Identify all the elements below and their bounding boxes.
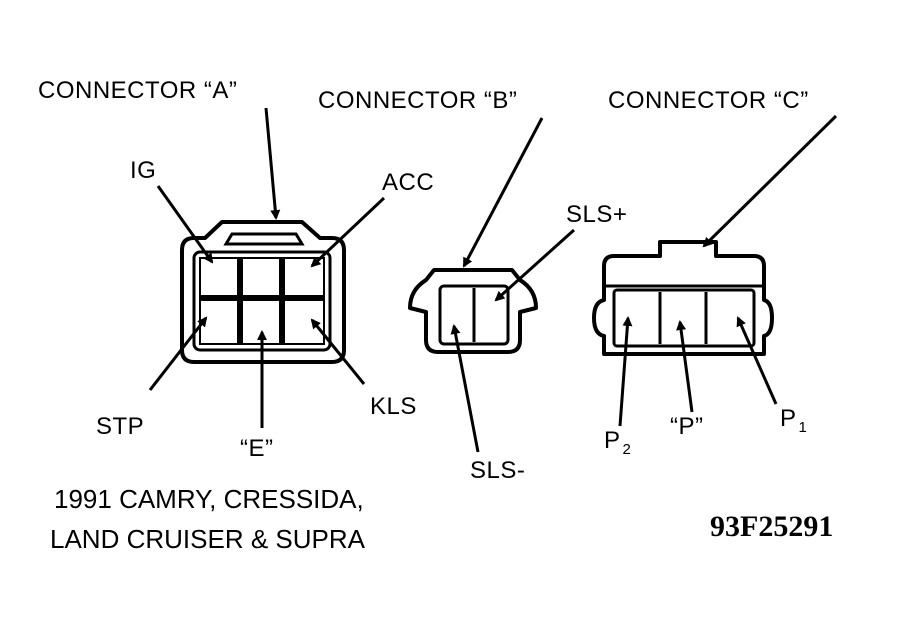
caption-line-2: LAND CRUISER & SUPRA [50, 524, 366, 554]
connector-b-title: CONNECTOR “B” [318, 87, 517, 114]
pin-label-p2-base: P [604, 427, 621, 454]
pin-label-p1-sub: 1 [799, 419, 808, 436]
pin-label-stp: STP [96, 413, 144, 440]
pin-label-sls-minus: SLS- [470, 457, 525, 484]
leader-p [676, 320, 694, 413]
pin-label-ig: IG [130, 157, 156, 184]
figure-code: 93F25291 [710, 510, 833, 543]
connector-a-title: CONNECTOR “A” [38, 77, 237, 104]
pin-label-kls: KLS [370, 393, 417, 420]
leader-connector-c [702, 114, 838, 248]
leader-acc [310, 196, 386, 268]
pin-label-p2-sub: 2 [623, 441, 632, 458]
leader-kls [310, 318, 366, 385]
leader-ig [156, 185, 214, 264]
pin-label-sls-plus: SLS+ [566, 201, 627, 228]
leader-connector-b [462, 117, 544, 268]
pin-label-p: “P” [670, 413, 704, 440]
leader-p2 [618, 316, 633, 427]
leader-sls-minus [450, 324, 480, 453]
pin-label-p1-base: P [780, 405, 797, 432]
leader-sls-plus [494, 228, 576, 302]
caption-line-1: 1991 CAMRY, CRESSIDA, [54, 484, 364, 514]
connector-b [408, 268, 538, 354]
leader-stp [148, 316, 208, 391]
pin-label-e: “E” [240, 435, 274, 462]
connector-c-title: CONNECTOR “C” [608, 87, 809, 114]
pin-label-acc: ACC [382, 169, 434, 196]
leader-connector-a [264, 107, 281, 220]
leader-lines [148, 107, 838, 453]
leader-p1 [736, 316, 778, 405]
